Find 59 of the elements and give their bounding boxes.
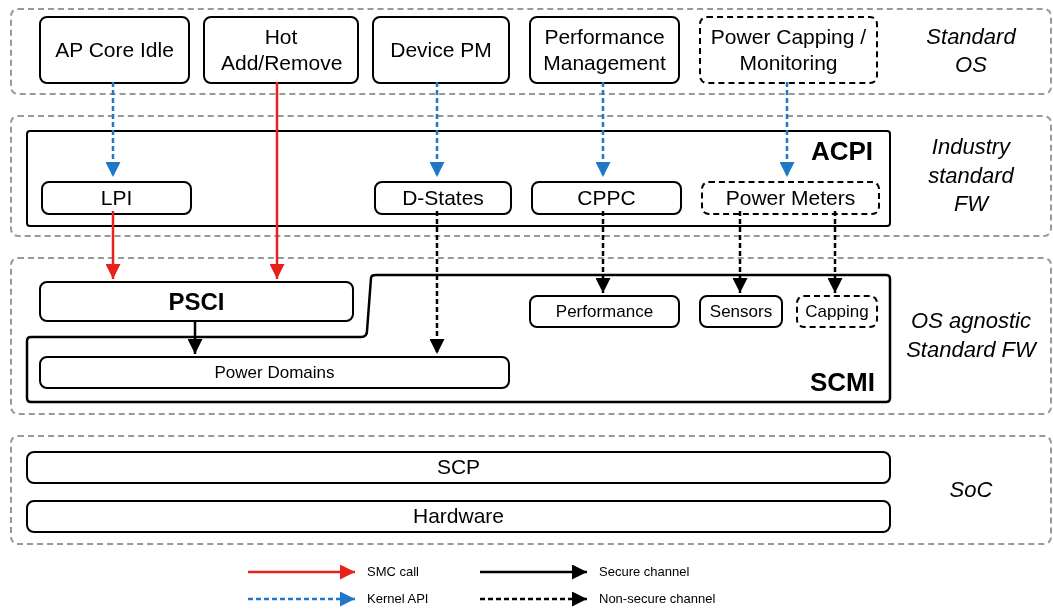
box-label: CPPC (577, 184, 636, 211)
box-label: Device PM (390, 36, 492, 63)
arrow (429, 211, 445, 354)
process-box (372, 16, 510, 84)
box-label: SCP (436, 454, 481, 481)
process-box (26, 500, 891, 533)
process-box (529, 16, 680, 84)
arrow (429, 82, 445, 177)
box-label: D-States (402, 184, 484, 211)
box-label: Power Capping / Monitoring (709, 23, 868, 76)
box-label: SCMI (810, 367, 875, 398)
box-label: Capping (805, 300, 869, 323)
process-box (529, 295, 680, 328)
arrow (595, 82, 611, 177)
arrow (779, 82, 795, 177)
group-region (26, 274, 891, 403)
layer-band (10, 257, 1052, 415)
box-label: Hardware (412, 503, 504, 530)
layer-label: OS agnostic Standard FW (905, 307, 1039, 364)
legend-label: Kernel API (367, 591, 429, 606)
process-box (39, 356, 510, 389)
legend-label: SMC call (367, 564, 419, 579)
box-label: Hot Add/Remove (221, 23, 341, 76)
box-label: Power Domains (214, 361, 335, 384)
legend-label: Secure channel (599, 564, 690, 579)
group-box (26, 130, 891, 227)
process-box (796, 295, 878, 328)
arrow (595, 211, 611, 293)
layer-label: SoC (948, 475, 994, 504)
process-box (531, 181, 682, 215)
process-box (26, 451, 891, 484)
process-box (39, 16, 190, 84)
box-label: ACPI (810, 136, 873, 167)
arrow (269, 82, 285, 279)
box-label: PSCI (168, 286, 225, 317)
layer-band (10, 8, 1052, 95)
process-box (699, 16, 878, 84)
box-label: AP Core Idle (55, 36, 174, 63)
arrow (105, 211, 121, 279)
box-label: Performance Management (542, 23, 667, 76)
box-label: LPI (100, 184, 133, 211)
arrow (827, 211, 843, 293)
process-box (39, 281, 354, 322)
arrow (105, 82, 121, 177)
layer-label: Industry standard FW (927, 133, 1016, 219)
process-box (374, 181, 512, 215)
box-label: Power Meters (725, 184, 856, 211)
layer-band (10, 115, 1052, 237)
arrow (187, 320, 203, 354)
layer-label: Standard OS (925, 22, 1018, 80)
arrow (732, 211, 748, 293)
process-box (701, 181, 880, 215)
process-box (699, 295, 783, 328)
layer-band (10, 435, 1052, 545)
process-box (203, 16, 359, 84)
box-label: Sensors (709, 300, 773, 323)
process-box (41, 181, 192, 215)
legend-label: Non-secure channel (599, 591, 716, 606)
box-label: Performance (555, 300, 654, 323)
